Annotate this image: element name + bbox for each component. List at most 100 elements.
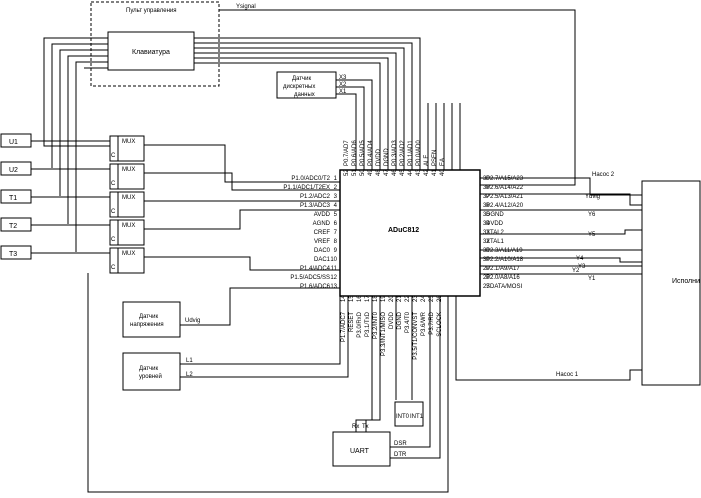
level-sensor-box xyxy=(122,352,181,391)
top-pin-num-45: 45 xyxy=(400,169,406,176)
left-pin-num-11: 11 xyxy=(331,266,338,272)
bottom-pin-num-20: 20 xyxy=(389,295,395,302)
uart-label: UART xyxy=(350,448,370,455)
panel-title: Пульт управления xyxy=(126,8,176,14)
bottom-pin-label-19: P3.3/INT1/MISO xyxy=(381,312,387,356)
left-pin-num-1: 1 xyxy=(334,176,338,182)
input-t3: T3 xyxy=(9,251,17,258)
right-pin-label-30: P2.2/A10/A18 xyxy=(486,257,524,263)
int0-label: INT0 xyxy=(396,414,410,420)
mux-c-1: C xyxy=(111,153,116,159)
mux-label-1: MUX xyxy=(122,139,135,145)
signal-ydvig: Ydvig xyxy=(585,194,600,200)
right-pin-label-36: P2.4/A12/A20 xyxy=(486,203,524,209)
top-pin-num-43: 43 xyxy=(416,169,422,176)
voltage-sensor-box xyxy=(122,301,181,338)
left-pin-label-7: CREF xyxy=(314,230,331,236)
bottom-pin-label-18: P3.2/INT0 xyxy=(373,311,379,339)
chip-body xyxy=(339,169,481,297)
left-pin-num-6: 6 xyxy=(334,221,338,227)
top-pin-label-43: P0.0/AD0 xyxy=(416,140,422,166)
left-pin-num-8: 8 xyxy=(334,239,338,245)
x1-label: X1 xyxy=(339,89,347,95)
l1-label: L1 xyxy=(186,358,193,364)
bottom-pin-label-24: P3.6/WR xyxy=(421,311,427,336)
right-pin-label-34: DVDD xyxy=(486,221,504,227)
bottom-pin-num-18: 18 xyxy=(373,295,379,302)
left-pin-label-8: VREF xyxy=(314,239,330,245)
mux-c-5: C xyxy=(111,265,116,271)
left-pin-num-13: 13 xyxy=(330,284,337,290)
right-pin-num-32: 32 xyxy=(483,239,490,245)
right-pin-label-27: SDATA/MOSI xyxy=(486,284,522,290)
top-pin-label-52: P0.7/AD7 xyxy=(344,140,350,166)
left-pin-label-5: AVDD xyxy=(314,212,331,218)
input-u1: U1 xyxy=(9,139,18,146)
right-pin-num-27: 27 xyxy=(483,284,490,290)
x2-label: X2 xyxy=(339,82,347,88)
right-pin-label-33: XTAL2 xyxy=(486,230,505,236)
left-pin-label-1: P1.0/ADC0/T2 xyxy=(291,176,330,182)
uart-box xyxy=(332,431,391,467)
top-pin-num-52: 52 xyxy=(344,169,350,176)
mux-label-3: MUX xyxy=(122,195,135,201)
right-pin-num-33: 33 xyxy=(483,230,490,236)
mux-label-4: MUX xyxy=(122,223,135,229)
level-sensor-label-2: уровней xyxy=(139,373,162,380)
actuator-label: Исполни xyxy=(672,278,700,285)
voltage-sensor-label-2: напряжения xyxy=(130,322,164,328)
voltage-sensor-label-1: Датчик xyxy=(139,314,158,320)
top-pin-label-47: DGND xyxy=(384,148,390,166)
bottom-pin-label-21: DGND xyxy=(397,311,403,329)
keyboard-box xyxy=(107,31,195,71)
top-pin-num-41: 41 xyxy=(432,169,438,176)
right-pin-num-28: 28 xyxy=(483,275,490,281)
right-pin-num-29: 29 xyxy=(483,266,490,272)
bottom-pin-label-23: P3.5/T1/CONVST xyxy=(413,312,419,360)
bottom-pin-num-21: 21 xyxy=(397,295,403,302)
l2-label: L2 xyxy=(186,372,193,378)
left-pin-num-4: 4 xyxy=(334,203,338,209)
signal-pump1: Насос 1 xyxy=(556,372,579,378)
mux-c-2: C xyxy=(111,181,116,187)
left-pin-label-10: DAC1 xyxy=(314,257,331,263)
left-pin-num-10: 10 xyxy=(330,257,337,263)
actuator-box xyxy=(641,180,701,386)
right-pin-num-37: 37 xyxy=(483,194,490,200)
left-pin-num-7: 7 xyxy=(334,230,338,236)
bottom-pin-num-14: 14 xyxy=(341,295,347,302)
top-pin-label-41: PSEN xyxy=(432,150,438,166)
x3-label: X3 xyxy=(339,75,347,81)
top-pin-label-49: P0.4/AD4 xyxy=(368,140,374,166)
top-pin-label-50: P0.5/AD5 xyxy=(360,140,366,166)
bottom-pin-label-14: P1.7/ADC7 xyxy=(341,311,347,342)
left-pin-label-4: P1.3/ADC3 xyxy=(300,203,331,209)
signal-y6: Y6 xyxy=(588,212,596,218)
bottom-pin-label-17: P3.1/TxD xyxy=(365,311,371,337)
top-pin-label-51: P0.6/AD6 xyxy=(352,140,358,166)
bottom-pin-num-23: 23 xyxy=(413,295,419,302)
bottom-pin-label-15: RESET xyxy=(349,312,355,332)
signal-y1: Y1 xyxy=(588,276,596,282)
discrete-sensor-label-1: Датчик xyxy=(292,76,311,82)
right-pin-label-38: P2.6/A14/A22 xyxy=(486,185,524,191)
left-pin-label-11: P1.4/ADC4 xyxy=(300,266,331,272)
uart-dtr: DTR xyxy=(394,452,407,458)
bottom-pin-label-26: SCLOCK xyxy=(437,312,443,337)
input-t1: T1 xyxy=(9,195,17,202)
right-pin-num-39: 39 xyxy=(483,176,490,182)
keyboard-label: Клавиатура xyxy=(132,49,170,56)
bottom-pin-num-24: 24 xyxy=(421,295,427,302)
top-pin-num-51: 51 xyxy=(352,169,358,176)
bottom-pin-num-17: 17 xyxy=(365,295,371,302)
top-pin-num-48: 48 xyxy=(376,169,382,176)
right-pin-num-30: 30 xyxy=(483,257,490,263)
top-pin-label-48: DVDD xyxy=(376,148,382,166)
top-pin-label-45: P0.2/AD2 xyxy=(400,140,406,166)
left-pin-label-9: DAC0 xyxy=(314,248,331,254)
mux-label-2: MUX xyxy=(122,167,135,173)
signal-y2: Y2 xyxy=(572,268,580,274)
bottom-pin-label-25: P3.7/RD xyxy=(429,311,435,334)
right-pin-label-37: P2.5/A13/A21 xyxy=(486,194,524,200)
right-pin-num-34: 34 xyxy=(483,221,490,227)
